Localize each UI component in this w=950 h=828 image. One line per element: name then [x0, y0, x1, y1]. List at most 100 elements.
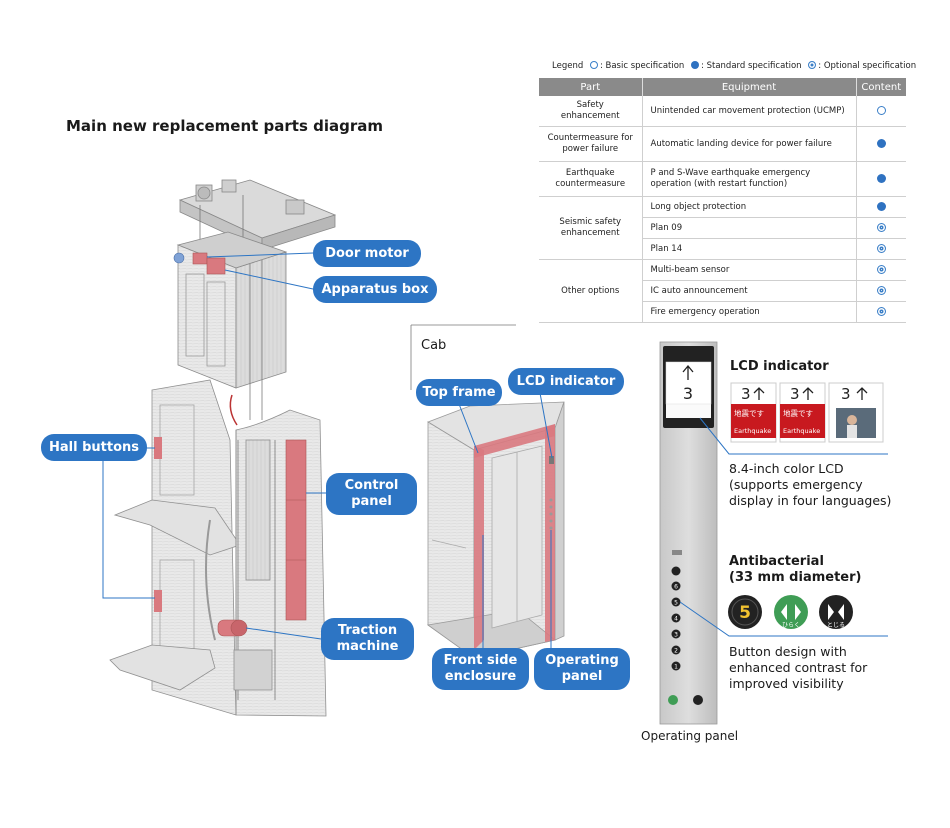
legend-basic: : Basic specification [599, 61, 685, 71]
standard-spec-icon [876, 173, 886, 183]
button-heading-line: Antibacterial [729, 554, 824, 569]
screen-floor: 3 [790, 385, 800, 403]
table-cell-content [856, 96, 906, 127]
screen-jp-text: 地震です [783, 408, 813, 418]
operating-panel-callout: Operating panel [534, 648, 630, 690]
optional-spec-icon [876, 222, 886, 232]
button-desc-line: improved visibility [729, 676, 844, 691]
optional-spec-icon [876, 243, 886, 253]
cab-frame-lines [410, 324, 516, 390]
screen-floor: 3 [841, 385, 851, 403]
lcd-sample-screens [730, 382, 884, 443]
table-cell-equipment: Fire emergency operation [642, 301, 857, 323]
door-motor-callout: Door motor [313, 240, 421, 267]
optional-spec-icon [876, 306, 886, 316]
table-cell-content [856, 161, 906, 197]
control-panel-part [285, 439, 307, 621]
header-part: Part [539, 78, 643, 96]
table-cell-content [856, 196, 906, 218]
diagram-title: Main new replacement parts diagram [66, 117, 383, 135]
table-cell-equipment: P and S-Wave earthquake emergency operat… [642, 161, 857, 197]
lcd-desc-line: 8.4-inch color LCD [729, 461, 844, 476]
standard-spec-icon [876, 138, 886, 148]
traction-machine-callout: Traction machine [321, 618, 414, 660]
cab-box [426, 401, 565, 659]
svg-text:4: 4 [674, 616, 678, 623]
svg-text:5: 5 [674, 600, 678, 607]
table-cell-equipment: Long object protection [642, 196, 857, 218]
optional-spec-icon [808, 61, 817, 69]
cab-panel-dots [549, 456, 554, 530]
svg-text:3: 3 [674, 632, 678, 639]
lcd-desc-line: display in four languages) [729, 493, 892, 508]
table-cell-part: Earthquake countermeasure [539, 161, 643, 197]
table-cell-equipment: Automatic landing device for power failu… [642, 126, 857, 162]
operating-panel-strip [659, 341, 718, 725]
svg-text:6: 6 [674, 584, 678, 591]
screen-floor: 3 [741, 385, 751, 403]
spec-table: Part Equipment Content Safety enhancemen… [539, 78, 906, 323]
legend: Legend : Basic specification : Standard … [552, 61, 916, 71]
header-equipment: Equipment [642, 78, 857, 96]
optional-spec-icon [876, 285, 886, 295]
screen-en-text: Earthquake [783, 427, 820, 435]
panel-floor-numbers: 6 5 4 3 2 1 [674, 584, 678, 671]
apparatus-box-part [206, 257, 226, 275]
lcd-desc-line: (supports emergency [729, 477, 863, 492]
button-desc-line: Button design with [729, 644, 847, 659]
legend-label: Legend [552, 61, 584, 71]
leader-lines-left [102, 252, 326, 640]
sample-buttons [728, 595, 853, 629]
front-side-enclosure-callout: Front side enclosure [432, 648, 529, 690]
lcd-heading: LCD indicator [730, 359, 829, 374]
screen-en-text: Earthquake [734, 427, 771, 435]
hall-button-parts [154, 437, 162, 612]
leader-lines-cab [458, 392, 553, 650]
leader-lines-right [679, 417, 888, 637]
legend-optional: : Optional specification [818, 61, 917, 71]
panel-lcd-floor: 3 [683, 384, 693, 403]
basic-spec-icon [589, 61, 598, 69]
table-cell-content [856, 238, 906, 260]
top-frame-callout: Top frame [416, 379, 502, 406]
button-desc-line: enhanced contrast for [729, 660, 868, 675]
table-cell-equipment: IC auto announcement [642, 280, 857, 302]
basic-spec-icon [876, 105, 886, 115]
svg-text:1: 1 [674, 664, 678, 671]
table-cell-content [856, 259, 906, 281]
apparatus-box-callout: Apparatus box [313, 276, 437, 303]
header-content: Content [856, 78, 906, 96]
legend-standard: : Standard specification [701, 61, 802, 71]
close-button-label: とじる [827, 622, 845, 629]
button-heading-line: (33 mm diameter) [729, 570, 862, 585]
open-button-label: ひらく [782, 622, 800, 629]
table-cell-part: Other options [539, 259, 643, 323]
table-cell-equipment: Multi-beam sensor [642, 259, 857, 281]
standard-spec-icon [876, 201, 886, 211]
table-cell-part: Countermeasure for power failure [539, 126, 643, 162]
table-cell-content [856, 217, 906, 239]
control-panel-callout: Control panel [326, 473, 417, 515]
top-frame-part [474, 424, 555, 650]
table-cell-part: Safety enhancement [539, 96, 643, 127]
table-cell-part: Seismic safety enhancement [539, 196, 643, 260]
traction-machine-part [217, 619, 248, 637]
table-cell-content [856, 126, 906, 162]
lcd-indicator-callout: LCD indicator [508, 368, 624, 395]
table-cell-content [856, 301, 906, 323]
optional-spec-icon [876, 264, 886, 274]
button-description: Button design with enhanced contrast for… [729, 644, 867, 692]
table-cell-equipment: Unintended car movement protection (UCMP… [642, 96, 857, 127]
table-cell-equipment: Plan 09 [642, 217, 857, 239]
button-heading: Antibacterial (33 mm diameter) [729, 554, 861, 586]
table-cell-content [856, 280, 906, 302]
cab-label: Cab [421, 338, 447, 353]
sample-floor-digit: 5 [739, 603, 751, 623]
lcd-description: 8.4-inch color LCD (supports emergency d… [729, 461, 891, 509]
standard-spec-icon [691, 61, 700, 69]
screen-jp-text: 地震です [734, 408, 764, 418]
svg-text:2: 2 [674, 648, 678, 655]
table-cell-equipment: Plan 14 [642, 238, 857, 260]
operating-panel-label: Operating panel [641, 729, 739, 743]
